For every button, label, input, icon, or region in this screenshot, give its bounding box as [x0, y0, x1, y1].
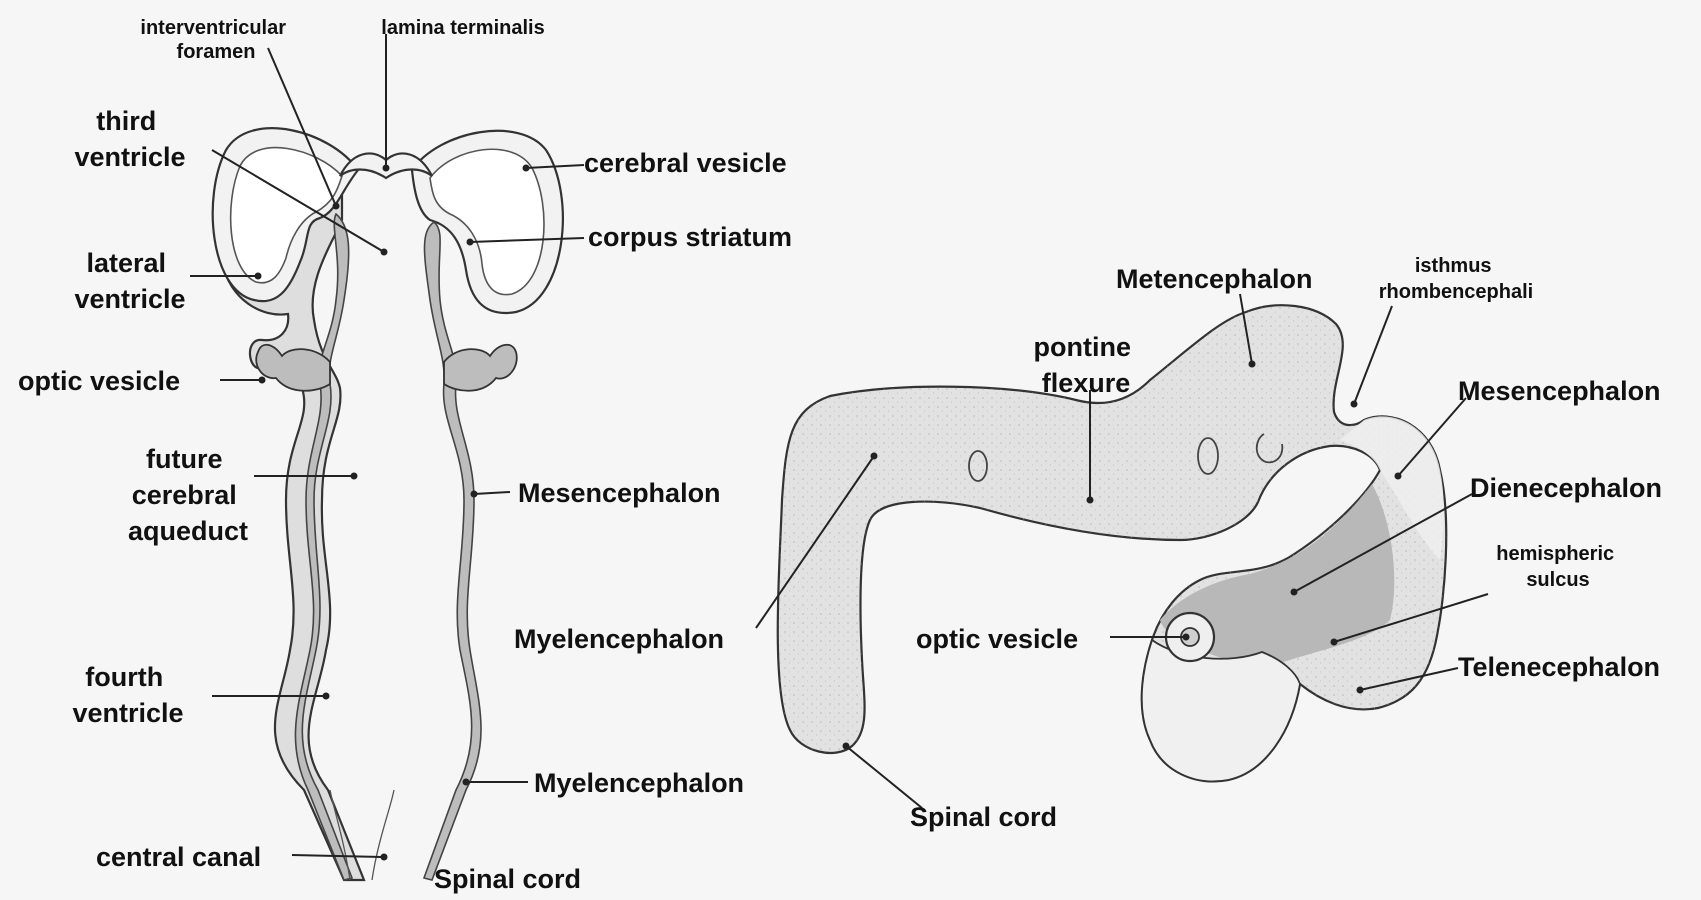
label-interventricular-foramen-line2: foramen [177, 41, 256, 63]
label-corpus-striatum: corpus striatum [588, 222, 792, 252]
label-myelencephalon-right: Myelencephalon [514, 624, 724, 654]
label-lateral-ventricle: lateral ventricle [74, 248, 185, 314]
label-lateral-ventricle-line2: ventricle [74, 284, 185, 314]
label-future-cerebral-aqueduct-line1: future [146, 444, 223, 474]
label-future-cerebral-aqueduct: future cerebral aqueduct [128, 444, 248, 546]
label-lamina-terminalis: lamina terminalis [381, 17, 544, 39]
label-isthmus-rhombencephali: isthmus rhombencephali [1379, 255, 1533, 303]
label-mesencephalon-right: Mesencephalon [1458, 376, 1661, 406]
label-optic-vesicle-right: optic vesicle [916, 624, 1078, 654]
label-third-ventricle: third ventricle [74, 106, 185, 172]
label-metencephalon: Metencephalon [1116, 264, 1313, 294]
label-spinal-cord-left: Spinal cord [434, 864, 581, 894]
label-future-cerebral-aqueduct-line2: cerebral [132, 480, 237, 510]
label-interventricular-foramen-line1: interventricular [140, 17, 286, 39]
label-telenecephalon: Telenecephalon [1458, 652, 1660, 682]
label-isthmus-rhombencephali-line2: rhombencephali [1379, 281, 1533, 303]
right-optic-vesicle-shape [444, 345, 517, 391]
label-hemispheric-sulcus-line2: sulcus [1526, 569, 1589, 591]
central-canal-line-2 [372, 790, 394, 880]
label-cerebral-vesicle: cerebral vesicle [584, 148, 787, 178]
label-fourth-ventricle-line2: ventricle [72, 698, 183, 728]
left-brain-section: interventricular foramen lamina terminal… [18, 17, 792, 894]
label-lateral-ventricle-line1: lateral [86, 248, 166, 278]
label-third-ventricle-line2: ventricle [74, 142, 185, 172]
label-isthmus-rhombencephali-line1: isthmus [1415, 255, 1492, 277]
label-pontine-flexure-line2: flexure [1042, 368, 1131, 398]
label-pontine-flexure: pontine flexure [1034, 332, 1139, 398]
label-fourth-ventricle: fourth ventricle [72, 662, 183, 728]
right-brain-lateral-view: Metencephalon isthmus rhombencephali pon… [514, 255, 1662, 832]
label-optic-vesicle-left: optic vesicle [18, 366, 180, 396]
label-fourth-ventricle-line1: fourth [85, 662, 163, 692]
label-mesencephalon-left: Mesencephalon [518, 478, 721, 508]
label-central-canal: central canal [96, 842, 261, 872]
label-hemispheric-sulcus: hemispheric sulcus [1496, 543, 1619, 591]
label-myelencephalon-left: Myelencephalon [534, 768, 744, 798]
label-pontine-flexure-line1: pontine [1034, 332, 1131, 362]
label-dienecephalon: Dienecephalon [1470, 473, 1662, 503]
label-future-cerebral-aqueduct-line3: aqueduct [128, 516, 248, 546]
label-interventricular-foramen: interventricular foramen [140, 17, 291, 63]
label-third-ventricle-line1: third [96, 106, 156, 136]
label-hemispheric-sulcus-line1: hemispheric [1496, 543, 1614, 565]
telenecephalon-region [1142, 640, 1300, 781]
label-spinal-cord-right: Spinal cord [910, 802, 1057, 832]
